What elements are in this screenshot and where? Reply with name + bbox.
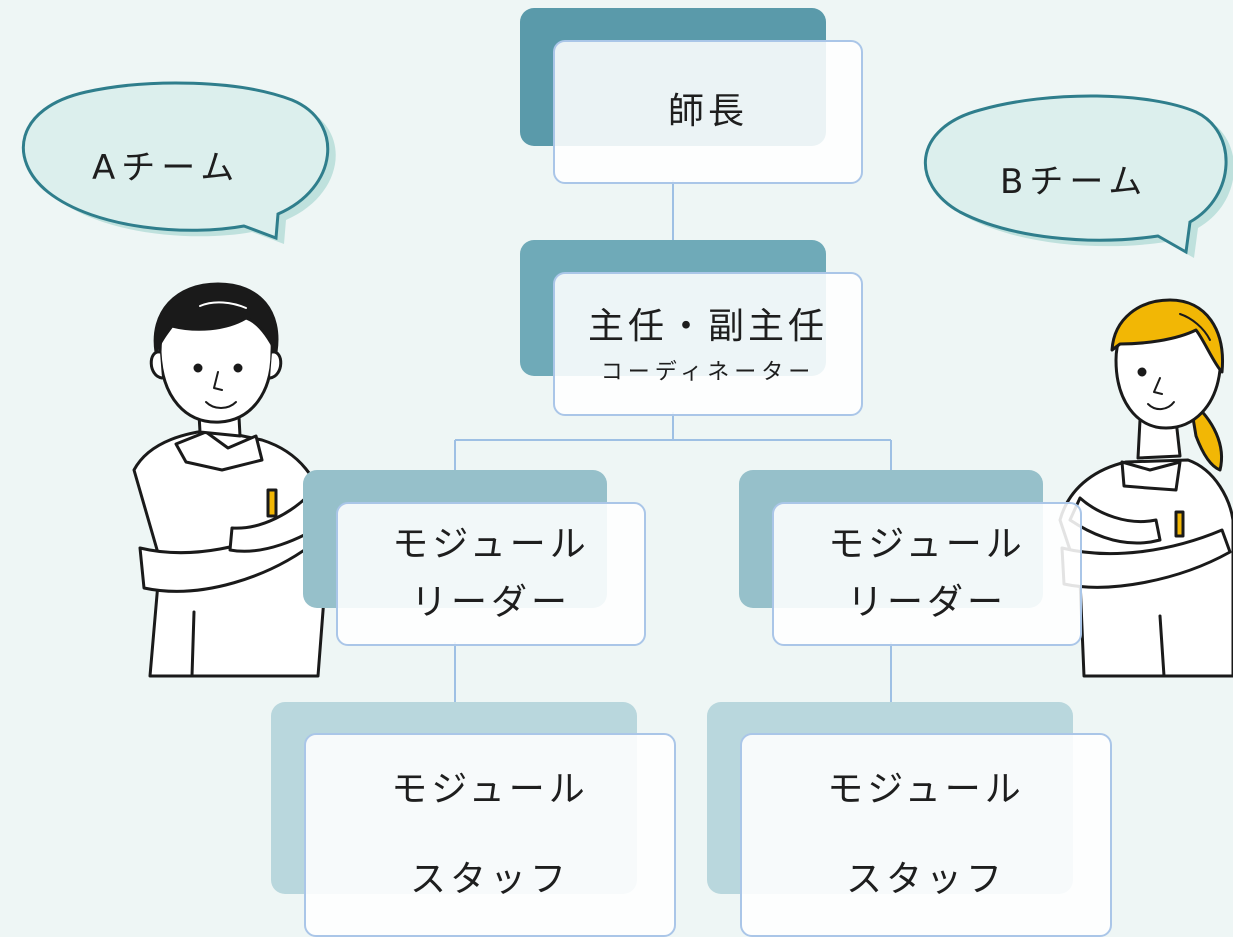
- male-nurse-illustration: [132, 282, 332, 678]
- leader-b-label-1: モジュール: [828, 524, 1026, 565]
- leader-a-node: モジュール リーダー: [336, 502, 646, 646]
- chief-node: 主任・副主任 コーディネーター: [553, 272, 863, 416]
- staff-b-label-2: スタッフ: [845, 859, 1006, 900]
- team-b-label: Bチーム: [1000, 162, 1149, 202]
- head-node-label: 師長: [667, 91, 748, 132]
- staff-a-label-2: スタッフ: [409, 859, 570, 900]
- leader-b-node: モジュール リーダー: [772, 502, 1082, 646]
- leader-a-label-1: モジュール: [392, 524, 590, 565]
- staff-a-node: モジュール スタッフ: [304, 733, 676, 937]
- staff-b-node: モジュール スタッフ: [740, 733, 1112, 937]
- speech-bubble-icon: [21, 81, 336, 244]
- head-node: 師長: [553, 40, 863, 184]
- staff-b-label-1: モジュール: [827, 769, 1025, 810]
- team-a-label: Aチーム: [92, 148, 241, 188]
- leader-a-label-2: リーダー: [410, 582, 571, 623]
- female-nurse-illustration: [1058, 298, 1233, 678]
- chief-node-sublabel: コーディネーター: [600, 360, 816, 385]
- leader-b-label-2: リーダー: [846, 582, 1007, 623]
- speech-bubble-icon: [923, 94, 1233, 258]
- chief-node-label: 主任・副主任: [587, 306, 828, 347]
- staff-a-label-1: モジュール: [391, 769, 589, 810]
